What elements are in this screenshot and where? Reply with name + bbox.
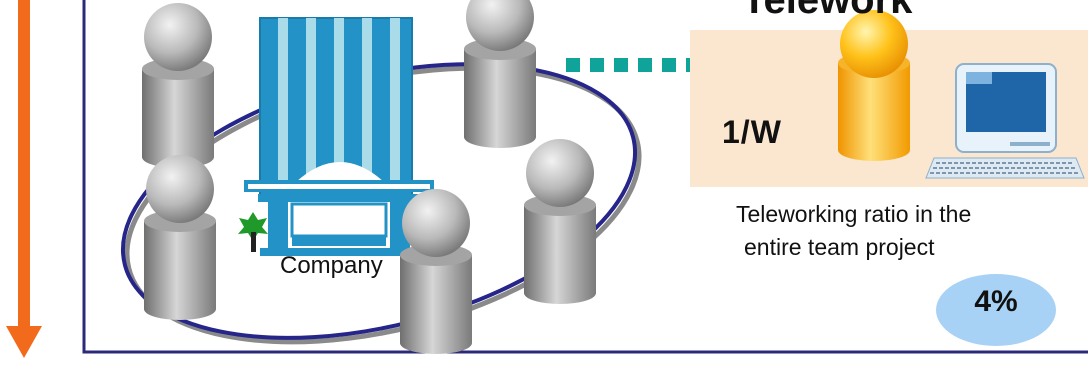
down-arrow-icon [6,0,42,358]
telework-frequency-label: 1/W [722,114,782,150]
ratio-badge [936,274,1056,346]
person-icon [524,139,596,304]
computer-icon [925,63,1085,179]
person-icon [464,0,536,148]
company-label: Company [280,252,383,279]
ratio-caption-line2: entire team project [744,234,935,260]
person-icon [142,3,214,168]
ratio-caption-line1: Teleworking ratio in the [736,201,972,227]
tree-icon [238,212,268,252]
person-icon [400,189,472,354]
building-icon [244,17,434,256]
person-icon [144,155,216,320]
teleworker-icon [838,10,910,161]
ratio-value: 4% [974,285,1018,318]
telework-title: Telework [742,0,913,22]
diagram-frame [82,0,1088,354]
